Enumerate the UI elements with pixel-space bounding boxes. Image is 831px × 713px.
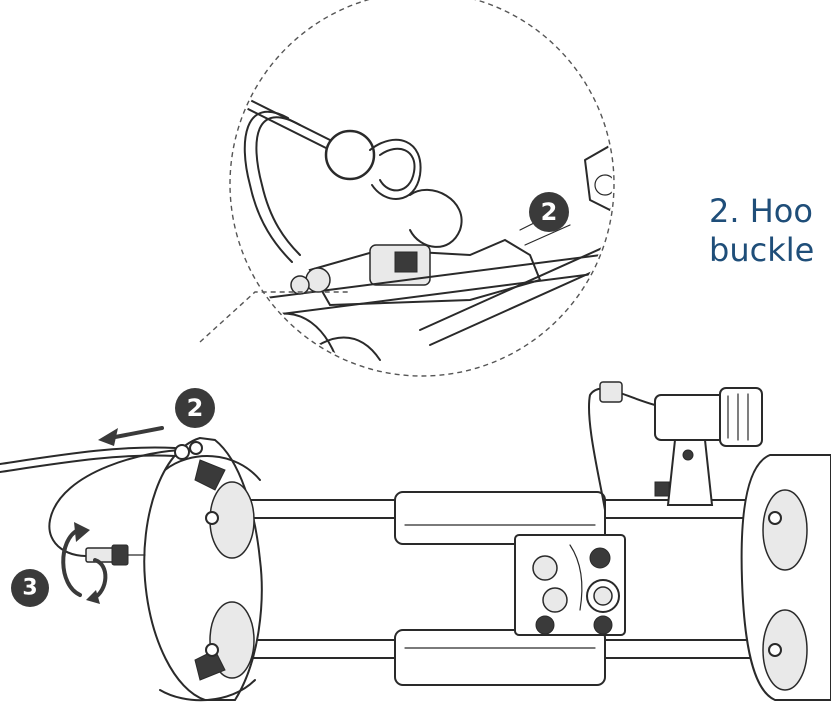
rotate-icon <box>61 522 108 604</box>
svg-text:2: 2 <box>187 394 204 422</box>
zoom-step-badge: 2 <box>529 192 569 232</box>
svg-text:2: 2 <box>541 198 558 226</box>
svg-text:3: 3 <box>22 576 37 601</box>
left-thruster-cage <box>143 436 263 702</box>
right-thruster-cage <box>740 454 831 701</box>
rotate-step-badge: 3 <box>11 569 49 607</box>
callout-line-2: buckle <box>709 231 815 269</box>
tether-cable <box>0 441 203 566</box>
zoom-circle-outline <box>229 0 615 377</box>
camera-light-unit <box>588 381 763 511</box>
lower-battery-tube <box>394 629 606 686</box>
instruction-callout: 2. Hoo buckle <box>709 192 814 270</box>
upper-battery-tube <box>394 491 606 545</box>
pull-step-badge: 2 <box>175 388 215 428</box>
callout-line-1: 2. Hoo <box>709 192 813 230</box>
arrow-left-icon <box>98 426 164 446</box>
zoom-detail <box>229 0 615 377</box>
zoom-leader-line <box>199 291 350 343</box>
underwater-drone <box>0 381 831 702</box>
